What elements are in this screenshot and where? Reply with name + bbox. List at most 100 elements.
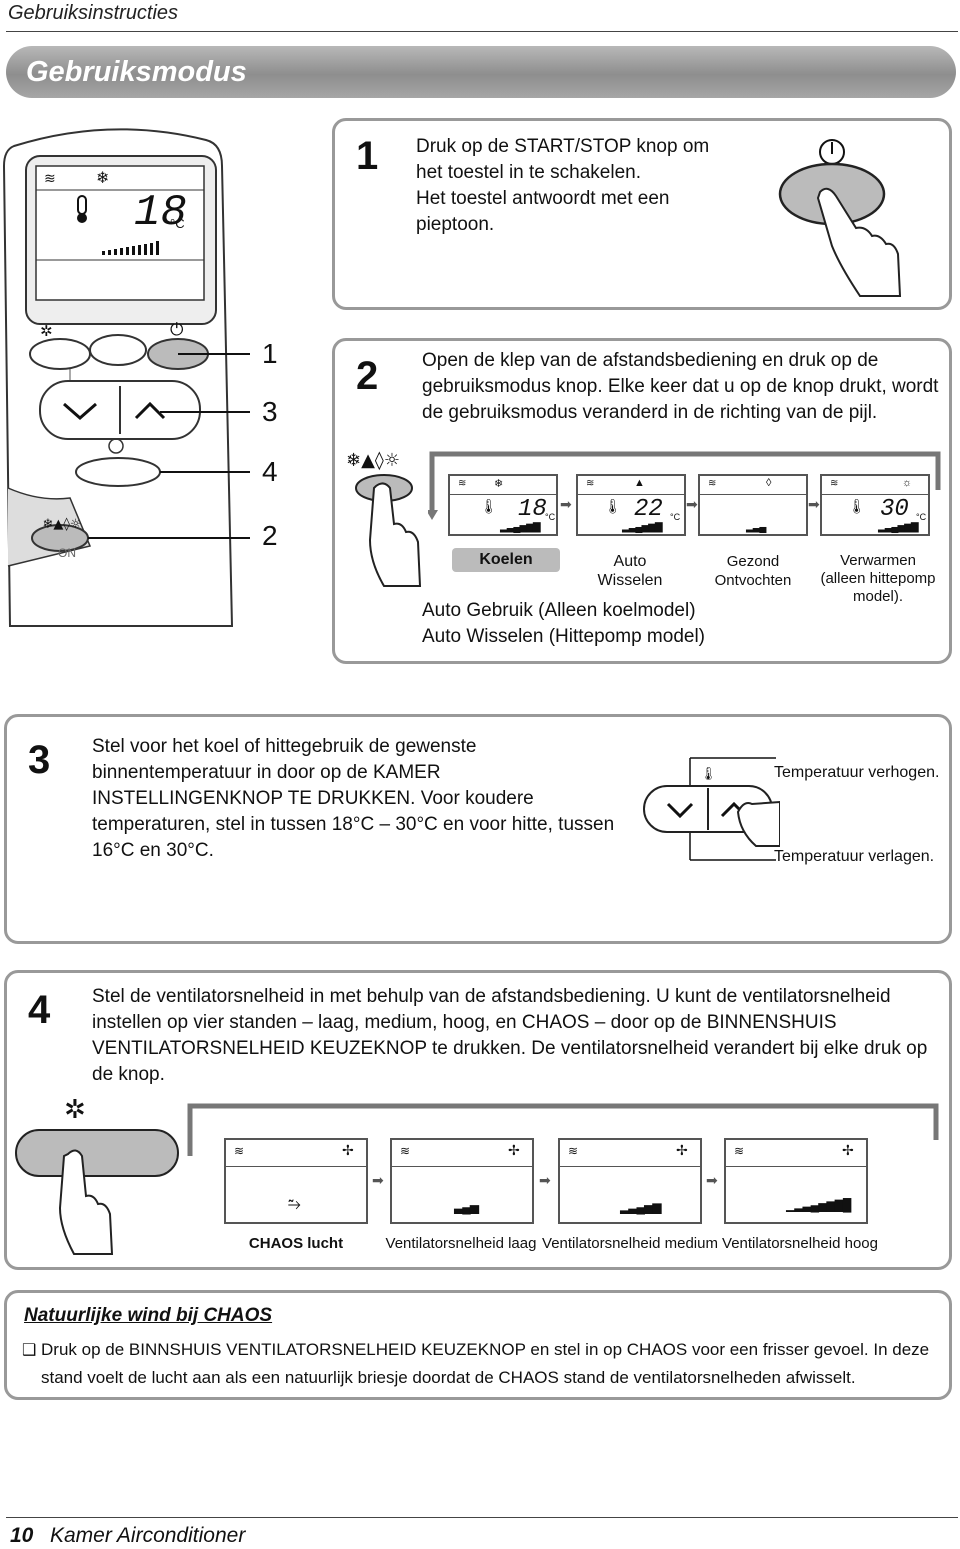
step3-line: temperaturen, stel in tussen 18°C – 30°C…: [92, 814, 615, 835]
fan-icon: ✲: [40, 323, 53, 340]
lcd-dry: ≋ ◊ ▂▃▄: [698, 474, 808, 536]
fan-small-icon: ✢: [842, 1142, 854, 1158]
step3-line: INSTELLINGENKNOP TE DRUKKEN. Voor kouder…: [92, 788, 534, 809]
remote-display-temp: 18: [134, 188, 187, 238]
auto-mode-icon: ▲: [634, 477, 645, 489]
fan-bars: ▂▃▄▅▆: [620, 1200, 661, 1214]
callout-1: 1: [262, 338, 278, 369]
remote-outline: ❄▲◊☼: [2, 128, 250, 627]
arrow-icon: ➡: [808, 496, 820, 512]
step1-text: Druk op de START/STOP knop om het toeste…: [416, 134, 746, 238]
step2-text: Open de klep van de afstandsbediening en…: [422, 348, 947, 426]
wifi-icon: ≋: [734, 1144, 745, 1158]
note-bullet-icon: ❑: [22, 1340, 37, 1359]
remote-display-unit: °C: [170, 216, 185, 231]
sun-icon: ☼: [902, 477, 913, 489]
step4-line: de knop.: [92, 1064, 165, 1085]
fan-button-hand-icon: [15, 1129, 179, 1255]
step3-line: Stel voor het koel of hittegebruik de ge…: [92, 736, 477, 757]
fan-small-icon: ✢: [508, 1142, 520, 1158]
lcd-unit: °C: [545, 512, 556, 522]
thermometer-icon: 🌡: [700, 766, 717, 781]
lcd-cool: ≋ ❄ 🌡 18 °C ▂▃▄▅▆▇: [448, 474, 558, 536]
fan-icon: ✲: [64, 1094, 86, 1124]
step1-line: Druk op de START/STOP knop om: [416, 136, 710, 157]
step3-line: binnentemperatuur in door op de KAMER: [92, 762, 441, 783]
lcd-speed-high: ≋ ✢ ▁▂▃▄▅▆▇█: [724, 1138, 868, 1224]
header-divider: [6, 31, 958, 32]
speed-label-medium: Ventilatorsnelheid medium: [542, 1235, 718, 1252]
arrow-icon: ➡: [686, 496, 698, 512]
step3-text: Stel voor het koel of hittegebruik de ge…: [92, 734, 632, 864]
fan-bars: ▃▄▅: [454, 1200, 479, 1214]
callout-2: 2: [262, 520, 278, 551]
lcd-speed-chaos: ≋ ✢ ⥲: [224, 1138, 368, 1224]
lcd-temp: 18: [518, 496, 547, 523]
running-header: Gebruiksinstructies: [8, 2, 179, 24]
step3-line: 16°C en 30°C.: [92, 840, 214, 861]
lcd-speed-low: ≋ ✢ ▃▄▅: [390, 1138, 534, 1224]
arrow-icon: ➡: [539, 1172, 551, 1188]
fan-small-icon: ✢: [676, 1142, 688, 1158]
mode-cycle-arrow: [428, 451, 941, 520]
step2-notes: Auto Gebruik (Alleen koelmodel) Auto Wis…: [422, 598, 742, 650]
lcd-auto: ≋ ▲ 🌡 22 °C ▂▃▄▅▆▇: [576, 474, 686, 536]
thermometer-icon: 🌡: [848, 498, 866, 514]
note-box: [4, 1290, 952, 1400]
fan-bars: ▂▃▄▅▆▇: [878, 522, 919, 533]
step2-note: Auto Gebruik (Alleen koelmodel): [422, 600, 696, 621]
snowflake-icon: ❄: [494, 478, 504, 490]
step2-line: gebruiksmodus knop. Elke keer dat u op d…: [422, 376, 939, 397]
step3-number: 3: [28, 738, 51, 782]
fan-bars: ▁▂▃▄▅▆▇█: [786, 1198, 851, 1212]
arrow-icon: ➡: [560, 496, 572, 512]
fan-bars: ▂▃▄: [746, 522, 766, 533]
mode-label-auto: Auto Wisselen: [597, 553, 663, 589]
lcd-temp: 22: [634, 496, 663, 523]
lcd-heat: ≋ ☼ 🌡 30 °C ▂▃▄▅▆▇: [820, 474, 930, 536]
temp-up-label: Temperatuur verhogen.: [774, 764, 940, 781]
arrow-icon: ➡: [706, 1172, 718, 1188]
step2-note: Auto Wisselen (Hittepomp model): [422, 626, 705, 647]
note-text: Druk op de BINNSHUIS VENTILATORSNELHEID …: [41, 1336, 941, 1392]
lcd-speed-medium: ≋ ✢ ▂▃▄▅▆: [558, 1138, 702, 1224]
press-power-hand-icon: [778, 139, 902, 297]
speed-label-chaos: CHAOS lucht: [248, 1235, 344, 1252]
step4-text: Stel de ventilatorsnelheid in met behulp…: [92, 984, 944, 1088]
svg-text:❄▲◊☼: ❄▲◊☼: [43, 517, 82, 532]
thermometer-icon: 🌡: [604, 498, 622, 514]
lcd-unit: °C: [670, 512, 681, 522]
speed-cycle-arrow: [187, 1103, 939, 1156]
wifi-icon: ≋: [830, 478, 839, 489]
wifi-icon: ≋: [586, 478, 595, 489]
footer-divider: [6, 1517, 958, 1518]
speed-label-high: Ventilatorsnelheid hoog: [722, 1235, 878, 1252]
temperature-buttons-illustration: [643, 757, 780, 861]
step1-line: pieptoon.: [416, 214, 495, 235]
mode-label-dry: Gezond Ontvochten: [714, 553, 792, 589]
step4-line: Stel de ventilatorsnelheid in met behulp…: [92, 986, 891, 1007]
step2-number: 2: [356, 354, 379, 398]
step4-number: 4: [28, 988, 51, 1032]
step1-line: Het toestel antwoordt met een: [416, 188, 670, 209]
remote-control-illustration: ❄▲◊☼ 18 °C ≋ ❄ ✲ ⏻ ON 1 3 4 2: [0, 126, 310, 646]
snowflake-icon: ❄: [96, 170, 110, 187]
callout-4: 4: [262, 456, 278, 487]
speed-label-low: Ventilatorsnelheid laag: [385, 1235, 537, 1252]
mode-label-heat: Verwarmen (alleen hittepomp model).: [820, 552, 936, 605]
fan-bars: ▂▃▄▅▆▇: [622, 522, 663, 533]
wifi-icon: ≋: [458, 478, 467, 489]
chaos-wave-icon: ⥲: [288, 1196, 301, 1213]
arrow-icon: ➡: [372, 1172, 384, 1188]
step2-line: de gebruiksmodus veranderd in de richtin…: [422, 402, 878, 423]
lcd-temp: 30: [880, 496, 909, 523]
mode-label-cool: Koelen: [452, 548, 560, 572]
callout-3: 3: [262, 396, 278, 427]
step1-line: het toestel in te schakelen.: [416, 162, 641, 183]
wifi-icon: ≋: [708, 478, 717, 489]
section-title: Gebruiksmodus: [26, 56, 247, 88]
remote-on-label: ON: [58, 546, 76, 560]
note-line: stand voelt de lucht aan als een natuurl…: [41, 1368, 856, 1387]
step3-box: [4, 714, 952, 944]
mode-symbols: ❄▲◊☼: [346, 450, 400, 471]
